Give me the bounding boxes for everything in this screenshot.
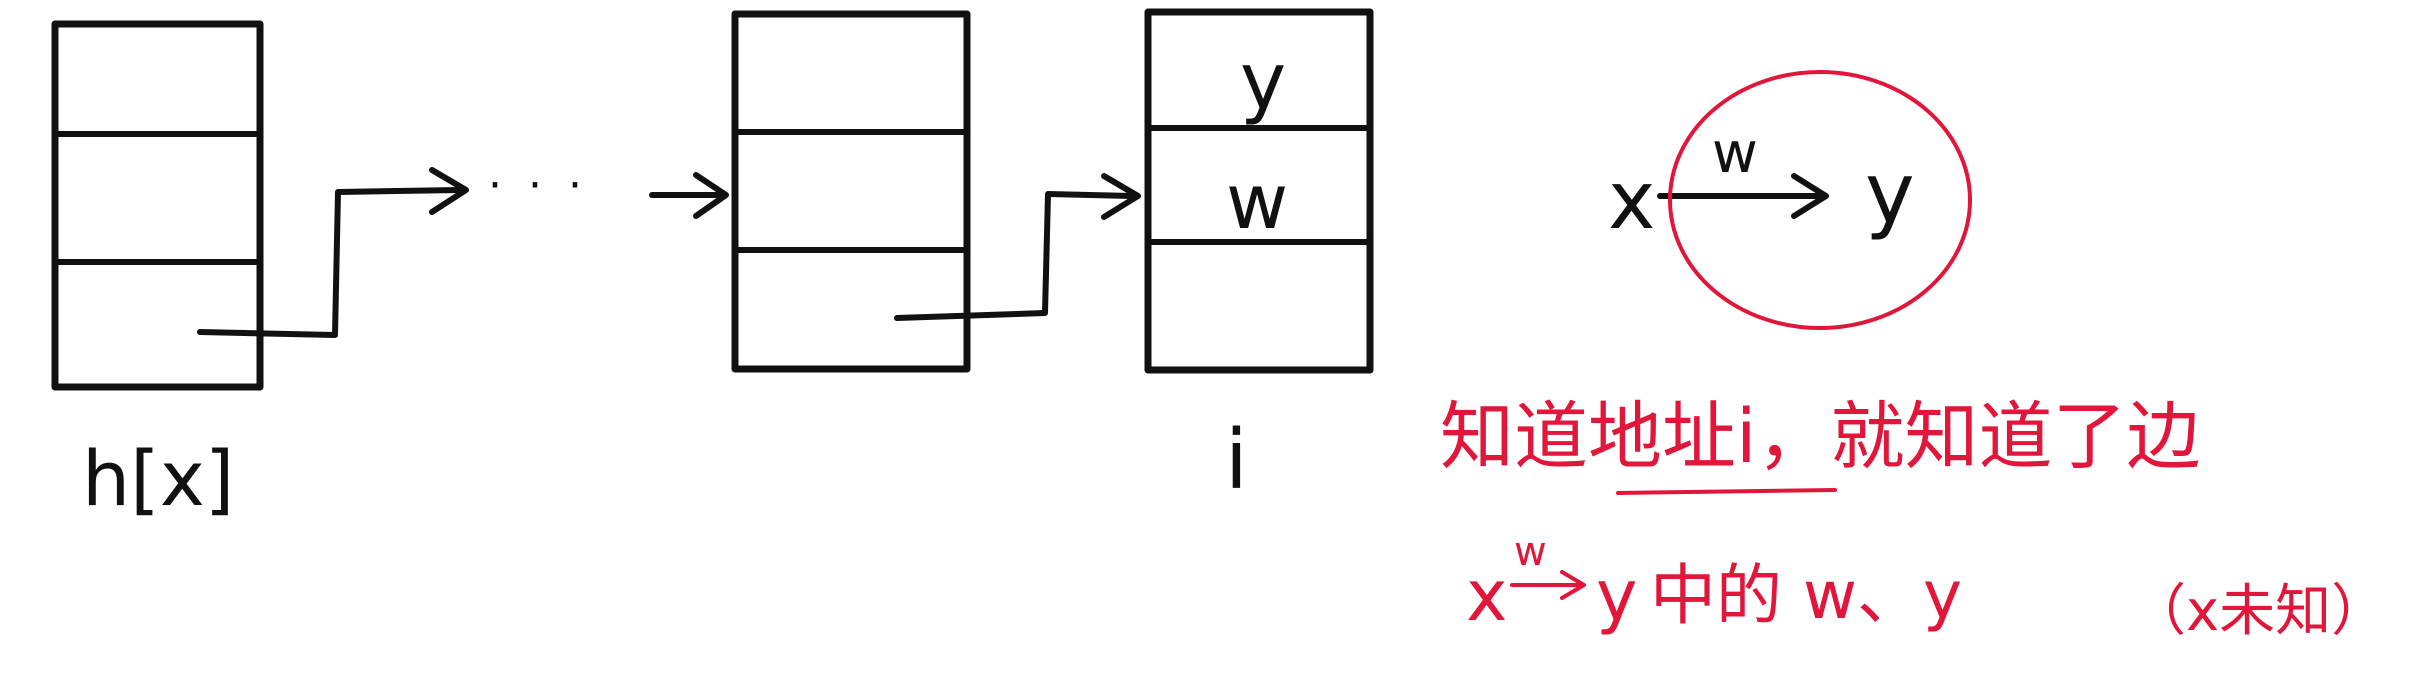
edge-notation: x w y — [1608, 70, 1972, 330]
head-label: h[x] — [82, 434, 234, 523]
arrowhead-icon — [429, 167, 469, 215]
note-line-1-address: 地址i — [1588, 394, 1757, 480]
edge-to-label: y — [1865, 144, 1915, 242]
note-aside: （x未知） — [2130, 579, 2387, 644]
note-edge-to: y — [1596, 555, 1637, 637]
edge-from-label: x — [1608, 154, 1655, 247]
note-line-2-rest: 中的 w、y — [1650, 557, 1962, 634]
ellipsis: · · · — [488, 160, 588, 211]
node-i-field-y: y — [1240, 37, 1286, 127]
head-node-frame — [51, 20, 264, 391]
annotation-notes: 知道地址i，就知道了边 x w y 中的 w、y （x未知） — [1440, 394, 2387, 644]
address-underline — [1616, 488, 1837, 495]
pointer-arrow-to-i — [894, 173, 1141, 321]
pointer-line — [894, 191, 1135, 321]
arrowhead-icon — [693, 172, 729, 219]
highlight-circle — [1668, 70, 1972, 330]
note-edge-from: x — [1466, 555, 1507, 637]
note-arrowhead-icon — [1560, 570, 1586, 600]
middle-node-frame — [731, 10, 971, 373]
note-line-1-pre: 知道 — [1440, 394, 1588, 480]
node-i-label: i — [1225, 413, 1248, 508]
arrowhead-icon — [1791, 173, 1829, 219]
note-line-1: 知道地址i，就知道了边 — [1440, 394, 2201, 480]
pointer-line — [197, 187, 463, 338]
pointer-arrow-head — [197, 167, 469, 338]
middle-node — [731, 10, 971, 373]
pointer-arrow-middle-in — [649, 172, 729, 219]
head-node — [51, 20, 264, 391]
node-i-field-w: w — [1226, 157, 1288, 246]
note-line-1-post: ，就知道了边 — [1757, 394, 2201, 480]
edge-weight-label: w — [1712, 121, 1758, 186]
note-edge-weight: w — [1514, 529, 1547, 575]
node-i — [1144, 8, 1374, 374]
arrowhead-icon — [1101, 173, 1141, 220]
node-i-frame — [1144, 8, 1374, 374]
